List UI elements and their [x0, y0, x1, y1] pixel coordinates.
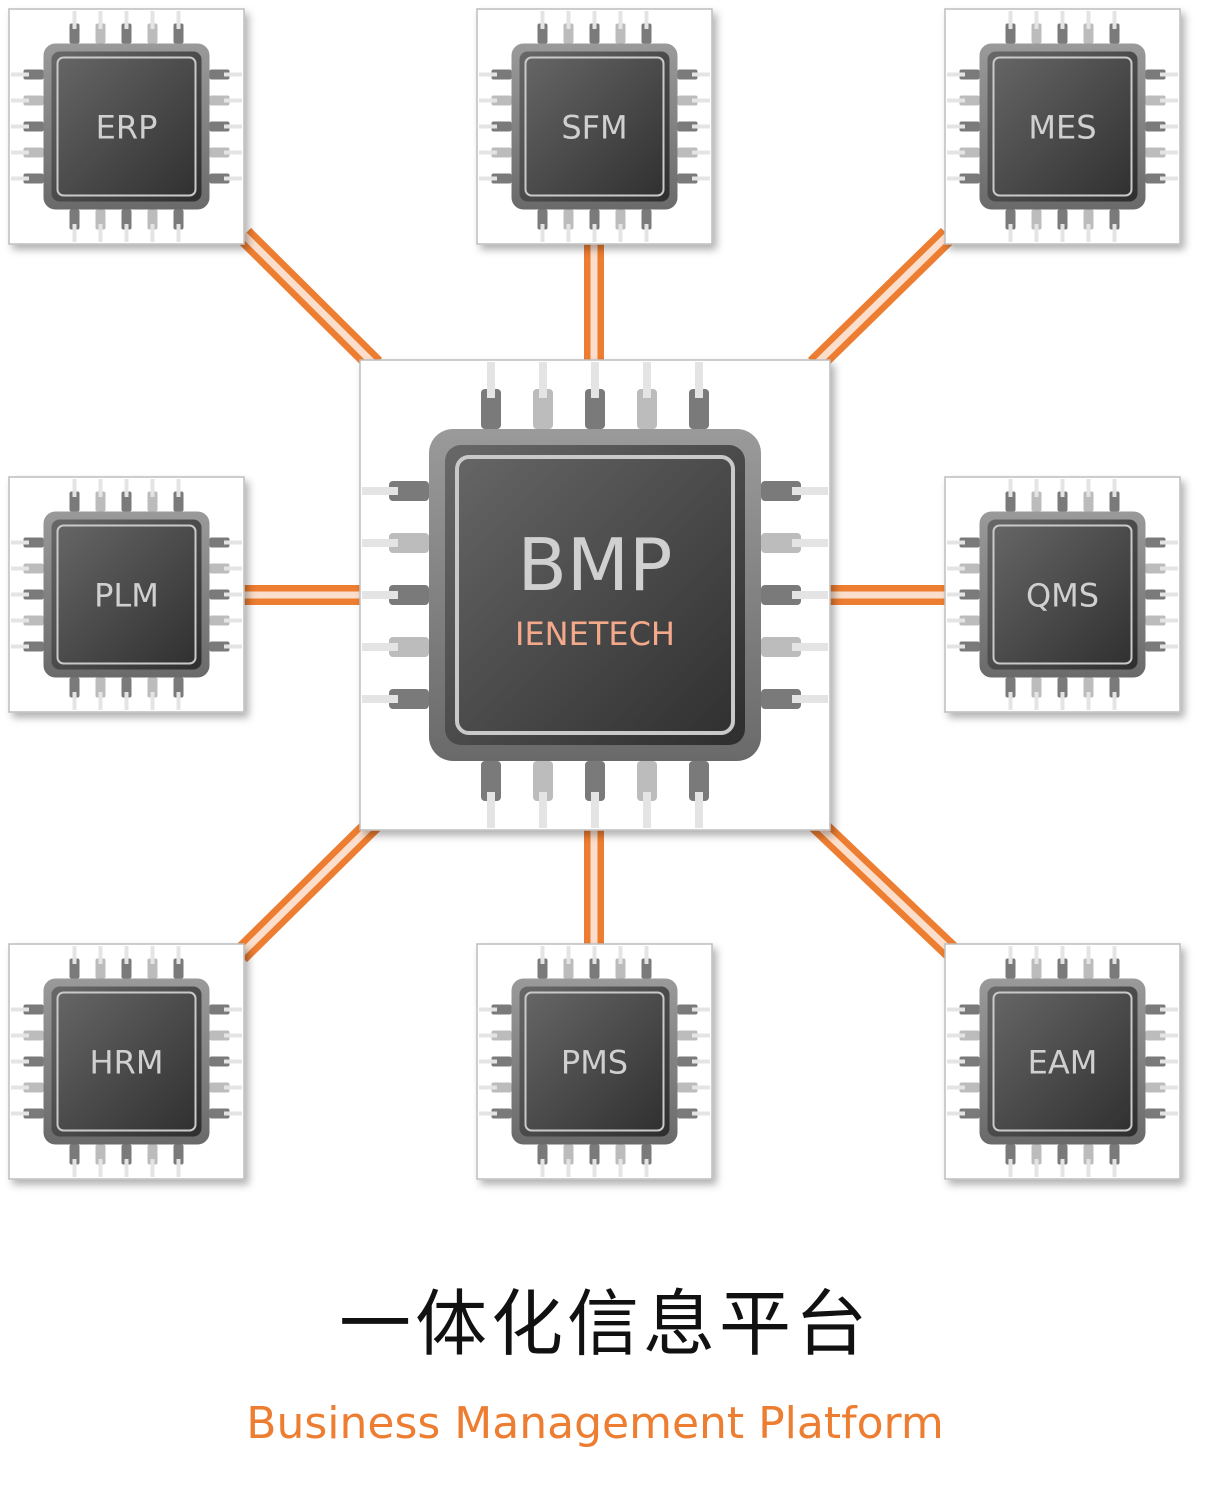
chip-qms: QMS [944, 476, 1181, 713]
chip-pms: PMS [476, 943, 713, 1180]
center-chip-label: BMP [518, 523, 673, 607]
center-chip-brand: IENETECH [515, 615, 675, 653]
chip-label-hrm: HRM [90, 1044, 164, 1082]
center-chip-bmp: BMP IENETECH [359, 359, 831, 831]
integration-diagram: ERP SFM MES PLM QMS HRM PMS EAM BMP IENETECH [8, 8, 1181, 1180]
chip-eam: EAM [944, 943, 1181, 1180]
connector-lines [232, 227, 962, 963]
chip-plm: PLM [8, 476, 245, 713]
page-subtitle: Business Management Platform [246, 1398, 944, 1449]
chip-label-sfm: SFM [561, 109, 627, 147]
chip-label-pms: PMS [561, 1044, 628, 1082]
chip-label-eam: EAM [1028, 1044, 1098, 1082]
page-title: 一体化信息平台 [338, 1282, 871, 1366]
chip-label-mes: MES [1028, 109, 1096, 147]
chip-hrm: HRM [8, 943, 245, 1180]
chip-mes: MES [944, 8, 1181, 245]
chip-label-plm: PLM [94, 577, 159, 615]
chip-label-qms: QMS [1026, 577, 1099, 615]
chip-sfm: SFM [476, 8, 713, 245]
chip-label-erp: ERP [96, 109, 158, 147]
chip-erp: ERP [8, 8, 245, 245]
